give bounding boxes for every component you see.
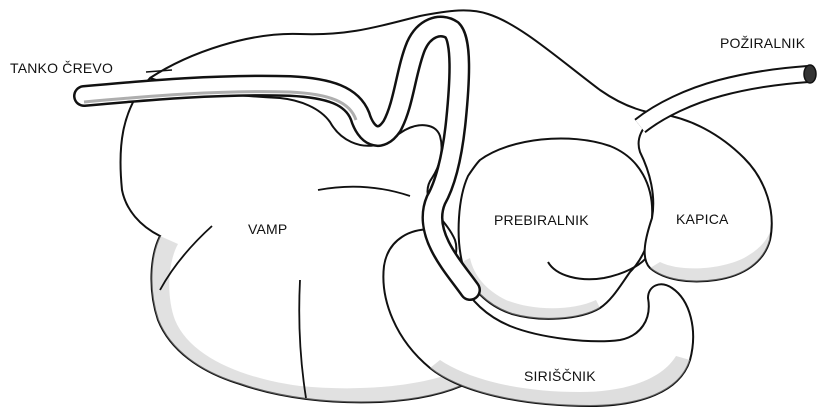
label-abomasum: SIRIŠČNIK [524, 369, 596, 383]
label-reticulum: KAPICA [676, 212, 729, 226]
label-esophagus: POŽIRALNIK [720, 36, 805, 50]
label-small-intestine: TANKO ČREVO [10, 61, 113, 75]
label-omasum: PREBIRALNIK [494, 213, 589, 227]
esophagus-opening [804, 65, 816, 83]
label-rumen: VAMP [248, 222, 287, 236]
small-intestine-leader [146, 70, 172, 72]
